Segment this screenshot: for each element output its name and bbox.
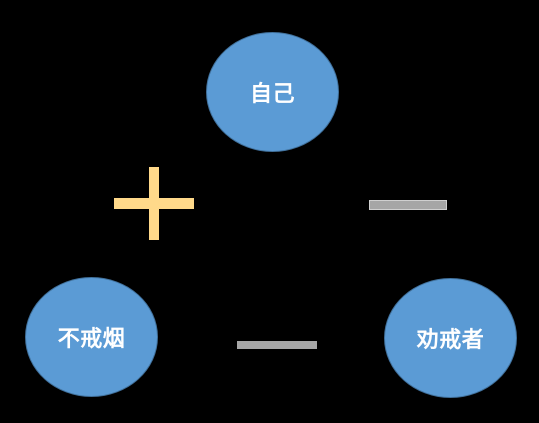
minus-sign-icon [369, 200, 447, 210]
node-self-label: 自己 [249, 82, 295, 107]
minus-sign-icon [237, 341, 317, 349]
node-persuader: 劝戒者 [384, 278, 517, 398]
node-self: 自己 [206, 32, 339, 152]
plus-sign-vertical-bar [149, 167, 159, 240]
node-persuader-label: 劝戒者 [416, 328, 485, 353]
node-non-smoker: 不戒烟 [25, 277, 158, 397]
node-non-smoker-label: 不戒烟 [57, 327, 126, 352]
